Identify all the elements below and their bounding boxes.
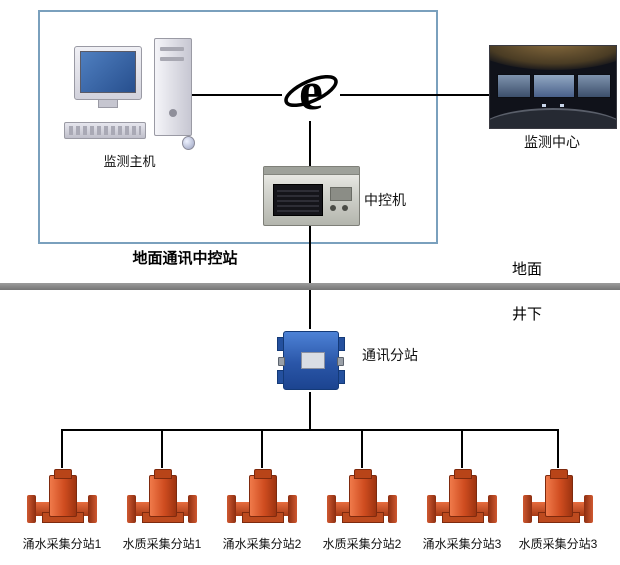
device-label-6: 水质采集分站3 bbox=[518, 537, 598, 551]
server-front-panel bbox=[273, 184, 323, 216]
sensor-body bbox=[349, 475, 377, 517]
pc-screen bbox=[80, 51, 136, 93]
sensor-flange bbox=[127, 495, 136, 523]
connector-line-logo-center bbox=[340, 94, 489, 96]
drop-line-3 bbox=[261, 431, 263, 468]
wall-screen bbox=[497, 74, 531, 98]
sensor-flange bbox=[327, 495, 336, 523]
bus-line bbox=[61, 429, 559, 431]
pc-keyboard bbox=[64, 122, 146, 139]
pc-monitor bbox=[74, 46, 142, 100]
server-top-edge bbox=[264, 167, 359, 175]
sensor-body bbox=[249, 475, 277, 517]
cable-gland bbox=[278, 357, 285, 366]
sensor-flange bbox=[488, 495, 497, 523]
sensor-flange bbox=[388, 495, 397, 523]
sensor-cap bbox=[550, 469, 568, 479]
sensor-body bbox=[149, 475, 177, 517]
sensor-flange bbox=[427, 495, 436, 523]
sensor-icon-3 bbox=[227, 468, 297, 526]
ceiling-glow bbox=[490, 46, 616, 70]
sensor-cap bbox=[254, 469, 272, 479]
sensor-cap bbox=[54, 469, 72, 479]
device-label-2: 水质采集分站1 bbox=[122, 537, 202, 551]
sensor-icon-5 bbox=[427, 468, 497, 526]
host-label: 监测主机 bbox=[103, 154, 156, 169]
drop-line-1 bbox=[61, 431, 63, 468]
device-label-5: 涌水采集分站3 bbox=[422, 537, 502, 551]
server-vents bbox=[277, 188, 319, 212]
server-led bbox=[330, 205, 336, 211]
pc-drive-slot bbox=[160, 47, 184, 51]
sensor-cap bbox=[154, 469, 172, 479]
pc-drive-slot bbox=[160, 57, 184, 61]
sensor-flange bbox=[27, 495, 36, 523]
pc-mouse bbox=[182, 136, 195, 150]
desk-monitor bbox=[560, 104, 564, 107]
sensor-flange bbox=[227, 495, 236, 523]
underground-zone-label: 井下 bbox=[512, 306, 543, 323]
server-display bbox=[330, 187, 352, 201]
sensor-icon-1 bbox=[27, 468, 97, 526]
surface-zone-label: 地面 bbox=[512, 261, 543, 278]
wall-screen bbox=[577, 74, 611, 98]
comm-substation-icon bbox=[277, 329, 345, 392]
substation-enclosure bbox=[283, 331, 339, 390]
server-led bbox=[342, 205, 348, 211]
pc-power-button bbox=[169, 109, 177, 117]
device-label-1: 涌水采集分站1 bbox=[22, 537, 102, 551]
sensor-flange bbox=[188, 495, 197, 523]
substation-nameplate bbox=[301, 352, 325, 369]
sensor-flange bbox=[523, 495, 532, 523]
sensor-body bbox=[49, 475, 77, 517]
sensor-body bbox=[449, 475, 477, 517]
sensor-flange bbox=[88, 495, 97, 523]
wall-screen bbox=[533, 74, 575, 98]
drop-line-6 bbox=[557, 431, 559, 468]
ground-station-title: 地面通讯中控站 bbox=[132, 250, 238, 267]
device-label-3: 涌水采集分站2 bbox=[222, 537, 302, 551]
control-label: 中控机 bbox=[364, 192, 406, 208]
device-label-4: 水质采集分站2 bbox=[322, 537, 402, 551]
drop-line-5 bbox=[461, 431, 463, 468]
sensor-icon-2 bbox=[127, 468, 197, 526]
sensor-flange bbox=[288, 495, 297, 523]
sensor-body bbox=[545, 475, 573, 517]
ground-station-boundary bbox=[38, 10, 438, 244]
connector-line-substation-bus bbox=[309, 392, 311, 431]
control-desk bbox=[490, 108, 616, 128]
pc-stand bbox=[98, 99, 118, 108]
connector-line-host-logo bbox=[192, 94, 282, 96]
drop-line-4 bbox=[361, 431, 363, 468]
sensor-icon-4 bbox=[327, 468, 397, 526]
sensor-cap bbox=[454, 469, 472, 479]
desk-monitor bbox=[542, 104, 546, 107]
pc-keys bbox=[69, 126, 141, 135]
rack-server-icon bbox=[263, 166, 360, 226]
monitoring-center-photo bbox=[489, 45, 617, 129]
sensor-flange bbox=[584, 495, 593, 523]
sensor-icon-6 bbox=[523, 468, 593, 526]
connector-line-logo-server bbox=[309, 121, 311, 166]
sensor-cap bbox=[354, 469, 372, 479]
svg-text:e: e bbox=[299, 63, 323, 121]
pc-tower bbox=[154, 38, 192, 136]
host-computer-icon bbox=[62, 36, 197, 150]
browser-logo-icon: e bbox=[282, 61, 340, 123]
cable-gland bbox=[337, 357, 344, 366]
center-label: 监测中心 bbox=[524, 134, 580, 150]
drop-line-2 bbox=[161, 431, 163, 468]
substation-label: 通讯分站 bbox=[362, 347, 418, 363]
connector-line-server-substation bbox=[309, 224, 311, 329]
ground-divider bbox=[0, 283, 620, 290]
